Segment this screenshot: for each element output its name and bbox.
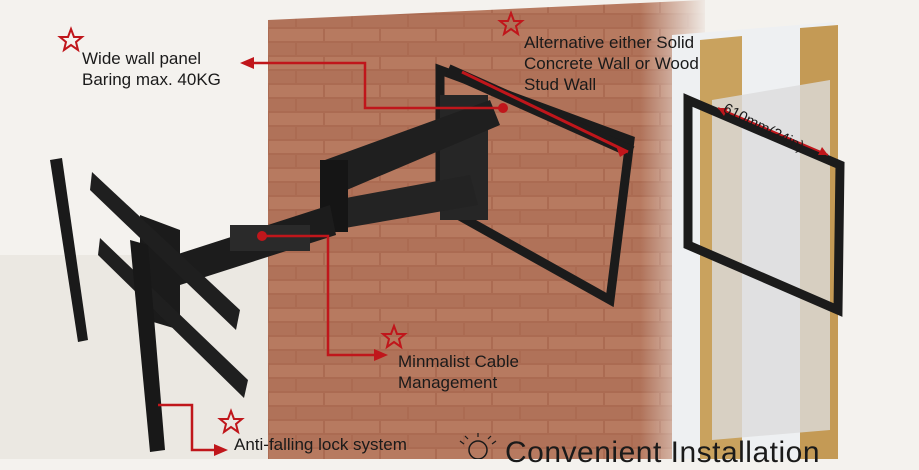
star-icon (497, 10, 525, 37)
tv-hanger-arm (130, 240, 165, 452)
label-line: Baring max. 40KG (82, 70, 221, 89)
tv-hanger-arm-left (50, 158, 88, 342)
tv-rail (90, 172, 240, 330)
leader-line-wall-panel (248, 61, 503, 110)
label-line: Wide wall panel (82, 49, 202, 68)
label-line: Anti-falling lock system (234, 435, 407, 454)
label-line: Minmalist Cable (398, 352, 519, 371)
lower-arm (335, 175, 478, 228)
upper-arm (325, 100, 500, 195)
inset-wall-plate (683, 93, 845, 317)
star-icon (57, 26, 85, 53)
star-icon (380, 323, 408, 350)
label-wall-panel: Wide wall panel Baring max. 40KG (82, 48, 221, 90)
star-icon (217, 408, 245, 435)
section-title: Convenient Installation (505, 436, 821, 469)
label-wall-type: Alternative either Solid Concrete Wall o… (524, 32, 699, 95)
insulation-board (712, 80, 830, 440)
label-line: Management (398, 373, 498, 392)
label-line: Concrete Wall or Wood (524, 54, 699, 73)
label-cable: Minmalist Cable Management (398, 351, 519, 393)
product-illustration (0, 0, 845, 459)
cable-cover (230, 225, 310, 251)
dimension-arrow (717, 107, 829, 156)
label-line: Alternative either Solid (524, 33, 695, 52)
leader-line-lock (158, 403, 220, 452)
bulb-icon (459, 433, 497, 459)
label-lock: Anti-falling lock system (234, 434, 407, 455)
leader-line-cable (262, 234, 380, 357)
label-line: Stud Wall (524, 75, 597, 94)
